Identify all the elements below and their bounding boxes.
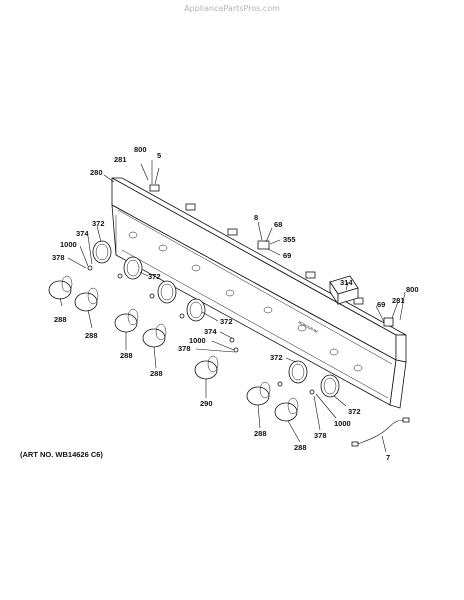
callout-355: 355 (283, 235, 296, 244)
callout-280: 280 (90, 168, 103, 177)
callout-69: 69 (283, 251, 291, 260)
callout-1000: 1000 (60, 240, 77, 249)
callout-288: 288 (254, 429, 267, 438)
callout-281: 281 (392, 296, 405, 305)
callout-314: 314 (340, 278, 353, 287)
callout-372: 372 (148, 272, 161, 281)
callout-288: 288 (85, 331, 98, 340)
callout-374: 374 (204, 327, 217, 336)
callout-1000: 1000 (334, 419, 351, 428)
callout-1000: 1000 (189, 336, 206, 345)
callout-288: 288 (150, 369, 163, 378)
callout-288: 288 (294, 443, 307, 452)
callout-372: 372 (270, 353, 283, 362)
callout-800: 800 (406, 285, 419, 294)
callout-374: 374 (76, 229, 89, 238)
callout-372: 372 (92, 219, 105, 228)
callout-378: 378 (178, 344, 191, 353)
electronic-module (329, 275, 359, 306)
callout-800: 800 (134, 145, 147, 154)
callout-7: 7 (386, 453, 390, 462)
callout-288: 288 (54, 315, 67, 324)
callout-69: 69 (377, 300, 385, 309)
callout-378: 378 (314, 431, 327, 440)
callout-290: 290 (200, 399, 213, 408)
callout-281: 281 (114, 155, 127, 164)
callout-372: 372 (220, 317, 233, 326)
callout-labels: 800 281 5 280 8 68 355 69 372 374 1000 3… (52, 145, 419, 462)
top-clips (149, 184, 394, 327)
leader-lines (59, 160, 406, 453)
watermark: AppliancePartsPros.com (184, 4, 280, 13)
callout-68: 68 (274, 220, 282, 229)
callout-372: 372 (348, 407, 361, 416)
callout-378: 378 (52, 253, 65, 262)
wire-harness (351, 417, 410, 447)
callout-8: 8 (254, 213, 258, 222)
callout-5: 5 (157, 151, 161, 160)
art-number: (ART NO. WB14626 C6) (20, 450, 103, 459)
callout-288: 288 (120, 351, 133, 360)
